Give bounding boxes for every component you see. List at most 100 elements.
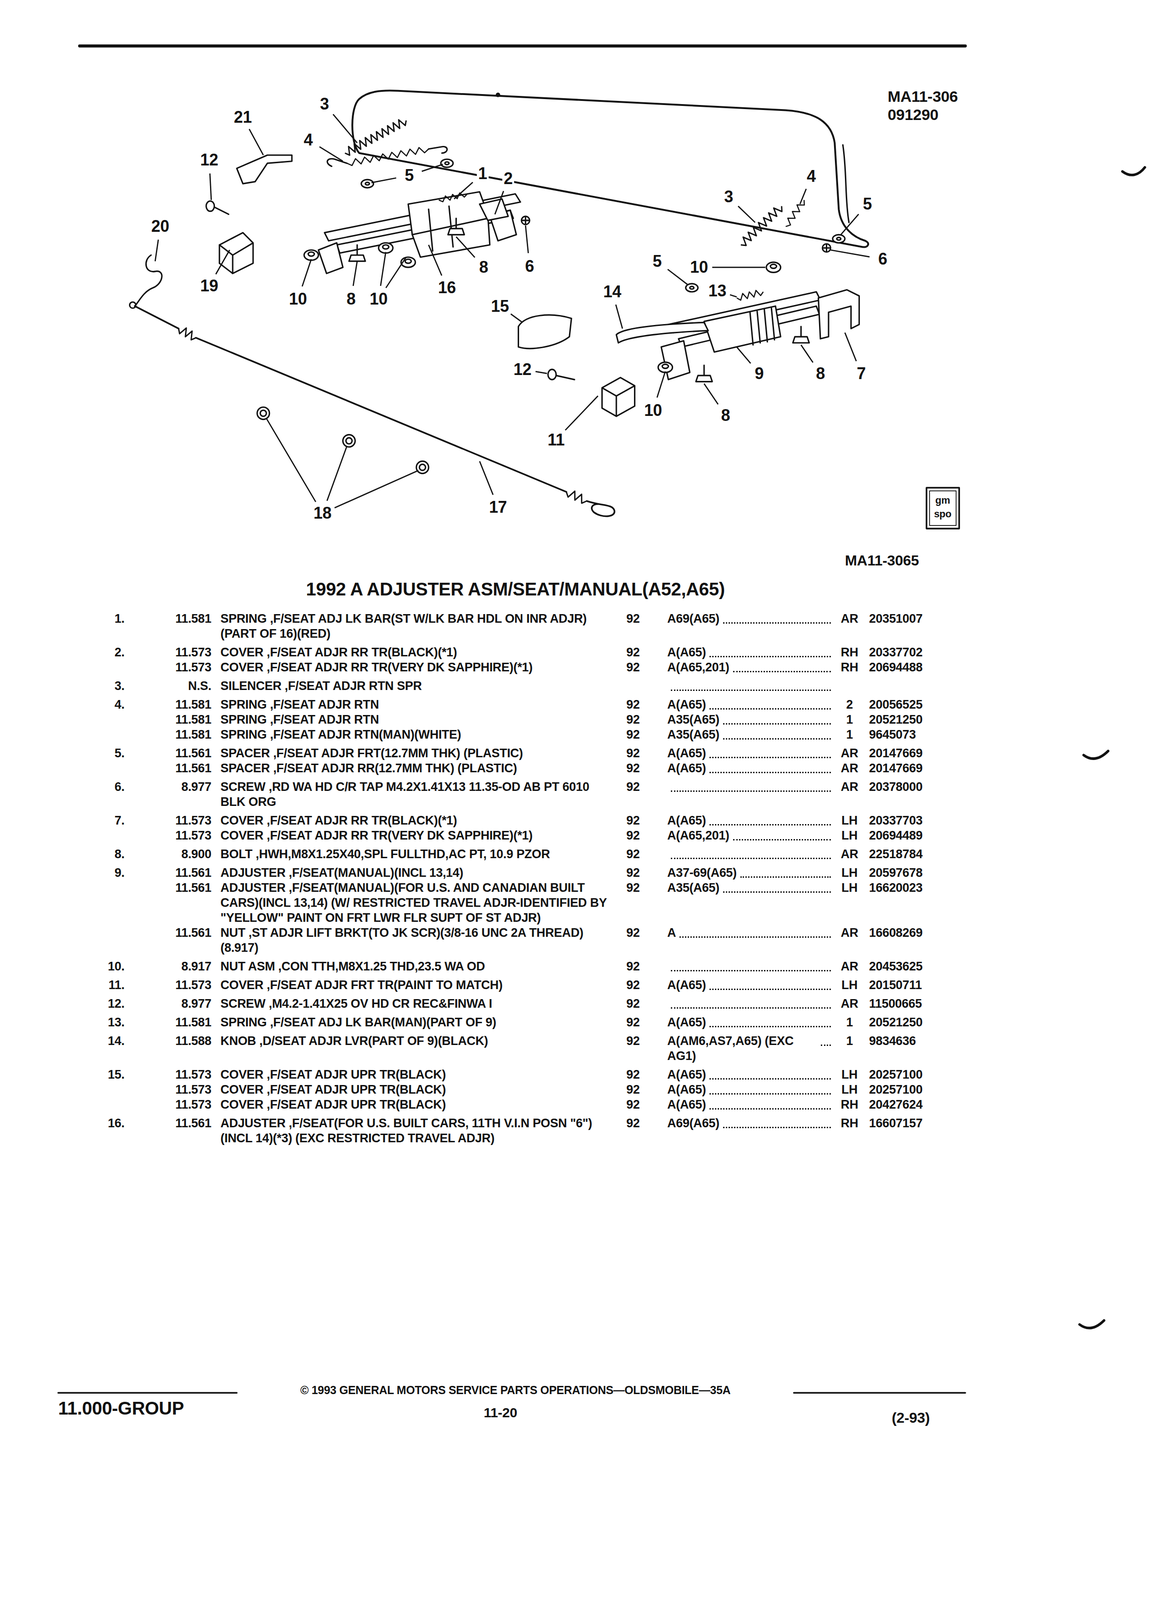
cable-clips <box>257 407 429 474</box>
model-year: 92 <box>626 1097 654 1113</box>
callout-number: 8 <box>814 365 827 382</box>
dot-leader <box>723 1115 831 1129</box>
model-cell: A(A65) <box>667 977 836 993</box>
leader-line <box>249 129 264 155</box>
model-code: A(A65) <box>667 813 706 829</box>
model-code: A(A65,201) <box>667 828 730 844</box>
seat-back-edge <box>842 144 849 223</box>
model-cell: A(A65) <box>667 760 836 776</box>
group-number: 11.573 <box>149 1082 212 1098</box>
model-year: 92 <box>626 659 654 675</box>
left-adjuster <box>318 191 521 274</box>
model-code: A35(A65) <box>667 727 720 743</box>
part-description: SPACER ,F/SEAT ADJR FRT(12.7MM THK) (PLA… <box>220 745 616 761</box>
part-description: ADJUSTER ,F/SEAT(MANUAL)(INCL 13,14) <box>220 865 616 881</box>
dot-leader <box>709 644 831 658</box>
callout-number: 8 <box>719 407 732 424</box>
scan-mark <box>1079 167 1145 1329</box>
model-year: 92 <box>626 1082 654 1098</box>
leader-line <box>334 470 419 508</box>
logo-text: spo <box>934 508 952 520</box>
callout-number: 18 <box>312 504 333 522</box>
dot-leader <box>670 678 831 691</box>
dot-leader <box>723 611 831 624</box>
part-description: BOLT ,HWH,M8X1.25X40,SPL FULLTHD,AC PT, … <box>220 846 616 862</box>
leader-line <box>421 164 443 171</box>
item-number: 2. <box>68 644 125 660</box>
quantity: AR <box>835 745 864 761</box>
model-cell: A(A65) <box>667 697 836 713</box>
part-number: 20337703 <box>869 813 965 829</box>
dot-leader <box>709 745 831 759</box>
model-cell: A <box>667 925 836 941</box>
part-description: SPACER ,F/SEAT ADJR RR(12.7MM THK) (PLAS… <box>220 760 616 776</box>
quantity: RH <box>835 1115 864 1131</box>
item-number: 7. <box>68 813 125 829</box>
model-year: 92 <box>626 779 654 795</box>
model-year: 92 <box>626 828 654 844</box>
callout-number: 15 <box>489 298 510 315</box>
model-cell: A(A65,201) <box>667 828 836 844</box>
part-description: SCREW ,M4.2-1.41X25 OV HD CR REC&FINWA I <box>220 996 616 1012</box>
part-number: 16608269 <box>869 925 965 941</box>
callout-number: 16 <box>436 279 458 296</box>
model-year: 92 <box>626 925 654 941</box>
model-year: 92 <box>626 996 654 1012</box>
group-number: 11.561 <box>149 925 212 941</box>
quantity: RH <box>835 1097 864 1113</box>
part-description: NUT ,ST ADJR LIFT BRKT(TO JK SCR)(3/8-16… <box>220 925 616 956</box>
part-number: 20597678 <box>869 865 965 881</box>
leader-line <box>319 146 343 162</box>
model-code: A35(A65) <box>667 880 720 896</box>
model-code: A(AM6,AS7,A65) (EXC AG1) <box>667 1033 818 1064</box>
quantity: AR <box>835 996 864 1012</box>
quantity: LH <box>835 813 864 829</box>
part-number: 20150711 <box>869 977 965 993</box>
item-number: 6. <box>68 779 125 795</box>
item-number: 3. <box>68 678 125 694</box>
leader-line <box>736 346 751 364</box>
quantity: AR <box>835 760 864 776</box>
dot-leader <box>733 828 831 841</box>
item-number: 4. <box>68 697 125 713</box>
group-number: 11.581 <box>149 727 212 743</box>
bolts <box>349 218 810 382</box>
model-cell <box>667 779 836 792</box>
part-description: SPRING ,F/SEAT ADJ LK BAR(MAN)(PART OF 9… <box>220 1014 616 1030</box>
model-cell: A35(A65) <box>667 880 836 896</box>
spacers <box>361 159 845 292</box>
callout-number: 4 <box>805 168 818 185</box>
part-number: 16607157 <box>869 1115 965 1131</box>
quantity: 1 <box>835 712 864 728</box>
springs <box>178 119 805 504</box>
group-number: 11.561 <box>149 1115 212 1131</box>
dot-leader <box>709 1097 831 1110</box>
callout-number: 5 <box>861 195 874 213</box>
leader-line <box>456 236 475 258</box>
leader-line <box>333 114 358 143</box>
part-number: 20521250 <box>869 1014 965 1030</box>
leader-line <box>154 239 159 261</box>
drawing-date: 091290 <box>887 105 939 125</box>
dot-leader <box>709 697 831 710</box>
item-number: 9. <box>68 865 125 881</box>
dot-leader <box>723 727 831 740</box>
part-number: 20521250 <box>869 712 965 728</box>
callout-number: 5 <box>651 253 664 270</box>
model-code: A37-69(A65) <box>667 865 737 881</box>
dot-leader <box>709 760 831 774</box>
model-year: 92 <box>626 697 654 713</box>
coil-spring <box>438 192 468 202</box>
group-number: 11.581 <box>149 1014 212 1030</box>
leader-line <box>525 225 529 254</box>
model-year: 92 <box>626 1115 654 1131</box>
group-number: 11.573 <box>149 644 212 660</box>
part-number: 20351007 <box>869 611 965 627</box>
callout-number: 10 <box>688 259 710 276</box>
model-code: A <box>667 925 676 941</box>
model-code: A(A65) <box>667 1067 706 1083</box>
s-hook <box>134 254 162 306</box>
item-number: 10. <box>68 959 125 975</box>
part-number: 20694489 <box>869 828 965 844</box>
